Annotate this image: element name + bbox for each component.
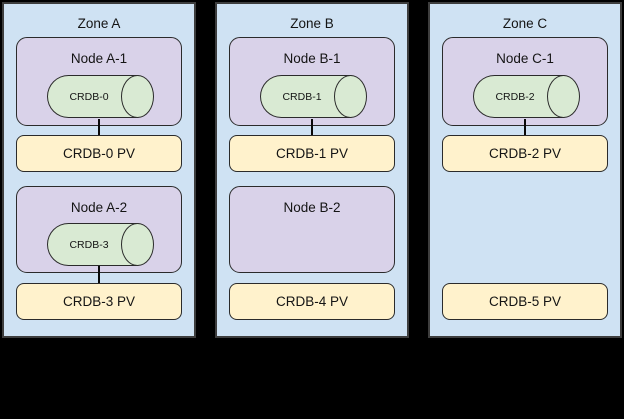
zone-a-container: Zone A Node A-1 CRDB-0 CRDB-0 PV Node A-… xyxy=(2,2,196,338)
crdb-1-cylinder-label: CRDB-1 xyxy=(282,90,322,103)
node-b-1-title: Node B-1 xyxy=(283,51,341,66)
node-a-2: Node A-2 CRDB-3 xyxy=(16,186,182,273)
crdb-5-pv-label: CRDB-5 PV xyxy=(488,294,561,309)
crdb-3-cylinder: CRDB-3 xyxy=(47,222,154,266)
zone-c-container: Zone C Node C-1 CRDB-2 CRDB-2 PV CRDB-5 … xyxy=(428,2,622,338)
node-b-2-title: Node B-2 xyxy=(283,200,341,215)
crdb-2-pv: CRDB-2 PV xyxy=(442,135,608,172)
node-b-1: Node B-1 CRDB-1 xyxy=(229,37,395,126)
connector-line-crdb-0 xyxy=(98,119,100,135)
crdb-0-cylinder: CRDB-0 xyxy=(47,74,154,118)
crdb-5-pv: CRDB-5 PV xyxy=(442,283,608,320)
cylinder-end-cap xyxy=(546,74,580,118)
crdb-1-pv: CRDB-1 PV xyxy=(229,135,395,172)
node-a-2-title: Node A-2 xyxy=(70,200,128,215)
zone-c-title: Zone C xyxy=(502,16,548,31)
crdb-1-pv-label: CRDB-1 PV xyxy=(275,146,348,161)
zone-a-title: Zone A xyxy=(77,16,121,31)
crdb-4-pv-label: CRDB-4 PV xyxy=(275,294,348,309)
crdb-3-pv: CRDB-3 PV xyxy=(16,283,182,320)
connector-line-crdb-1 xyxy=(311,119,313,135)
node-c-1: Node C-1 CRDB-2 xyxy=(442,37,608,126)
node-a-1-title: Node A-1 xyxy=(70,51,128,66)
node-c-1-title: Node C-1 xyxy=(496,51,554,66)
crdb-0-pv: CRDB-0 PV xyxy=(16,135,182,172)
node-b-2: Node B-2 xyxy=(229,186,395,273)
zone-b-title: Zone B xyxy=(290,16,334,31)
crdb-0-cylinder-label: CRDB-0 xyxy=(69,90,109,103)
crdb-2-cylinder: CRDB-2 xyxy=(473,74,580,118)
crdb-1-cylinder: CRDB-1 xyxy=(260,74,367,118)
crdb-2-pv-label: CRDB-2 PV xyxy=(488,146,561,161)
crdb-3-pv-label: CRDB-3 PV xyxy=(62,294,135,309)
crdb-3-cylinder-label: CRDB-3 xyxy=(69,238,109,251)
connector-line-crdb-3 xyxy=(98,266,100,283)
node-a-1: Node A-1 CRDB-0 xyxy=(16,37,182,126)
zone-b-container: Zone B Node B-1 CRDB-1 CRDB-1 PV Node B-… xyxy=(215,2,409,338)
connector-line-crdb-2 xyxy=(524,119,526,135)
cylinder-end-cap xyxy=(120,222,154,266)
crdb-4-pv: CRDB-4 PV xyxy=(229,283,395,320)
cylinder-end-cap xyxy=(333,74,367,118)
cylinder-end-cap xyxy=(120,74,154,118)
crdb-0-pv-label: CRDB-0 PV xyxy=(62,146,135,161)
crdb-2-cylinder-label: CRDB-2 xyxy=(495,90,535,103)
